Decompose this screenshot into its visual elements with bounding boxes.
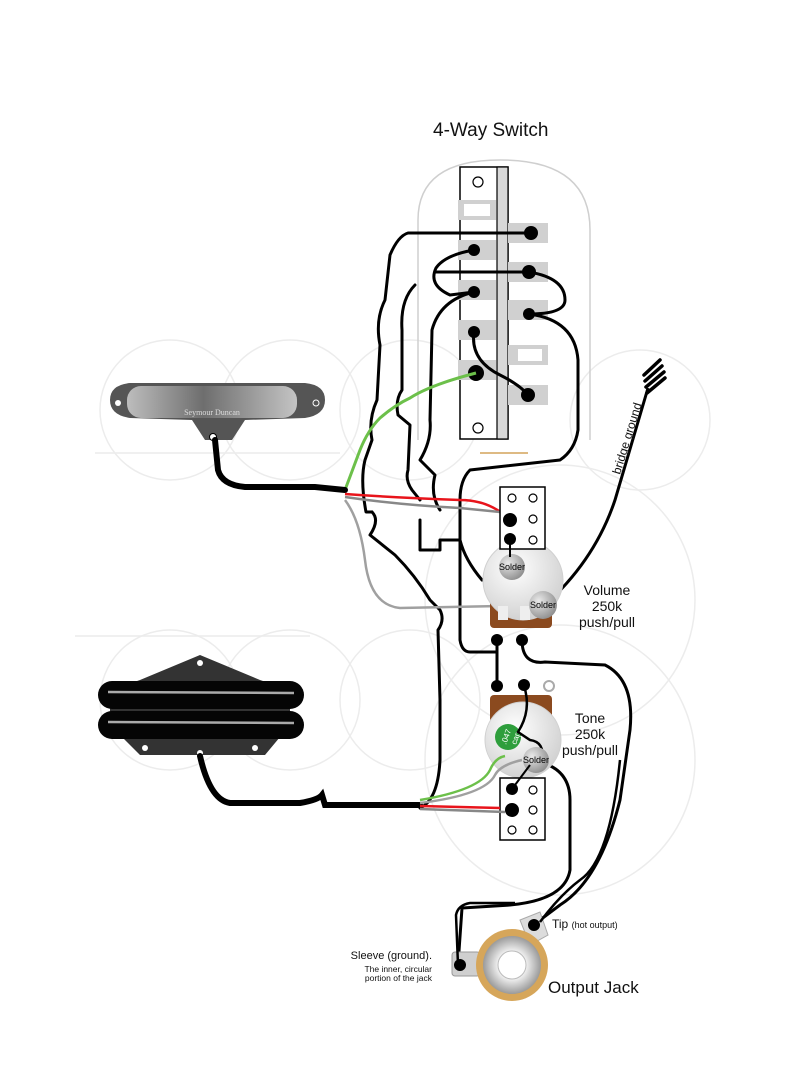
bridge-pickup-cable — [197, 753, 423, 808]
volume-solder-2 — [529, 591, 557, 619]
switch-wiring — [361, 231, 580, 810]
svg-text:Solder: Solder — [530, 600, 556, 610]
switch-mount-hole-top — [472, 176, 484, 188]
volume-pot[interactable]: Solder Solder — [482, 539, 564, 628]
tone-label: Tone 250k push/pull — [561, 710, 619, 759]
jack-sleeve-solder — [454, 959, 466, 971]
tone-capacitor — [495, 724, 521, 750]
bridge-ground: bridge ground — [543, 358, 667, 607]
jack-sleeve-label: Sleeve (ground). The inner, circular por… — [350, 950, 432, 984]
volume-switch-block[interactable] — [499, 486, 546, 557]
bridge-pickup[interactable] — [98, 655, 304, 756]
bridge-ground-label: bridge ground — [609, 401, 644, 476]
tone-pot[interactable]: .047 cap Solder — [484, 679, 562, 779]
tone-switch-block[interactable] — [499, 764, 546, 841]
output-jack[interactable] — [451, 911, 549, 1001]
switch-title: 4-Way Switch — [433, 120, 549, 141]
volume-label: Volume 250k push/pull — [578, 582, 636, 631]
volume-solder-1 — [499, 554, 525, 580]
switch-outline — [417, 159, 591, 440]
neck-pickup-cable — [212, 437, 348, 493]
output-jack-label: Output Jack — [548, 978, 639, 997]
bridge-conductors — [419, 754, 523, 814]
switch-mount-hole-bottom — [472, 422, 484, 434]
jack-tip-solder — [528, 919, 540, 931]
neck-pickup-cover — [127, 386, 297, 418]
svg-text:Solder: Solder — [523, 755, 549, 765]
svg-text:Solder: Solder — [499, 562, 525, 572]
green-wire-neck — [343, 371, 477, 491]
four-way-switch[interactable] — [458, 166, 548, 440]
neck-conductors — [343, 492, 511, 610]
neck-pickup[interactable]: Seymour Duncan — [110, 383, 325, 441]
jack-tip-label: Tip (hot output) — [552, 917, 618, 931]
neck-pickup-brand: Seymour Duncan — [184, 408, 240, 417]
